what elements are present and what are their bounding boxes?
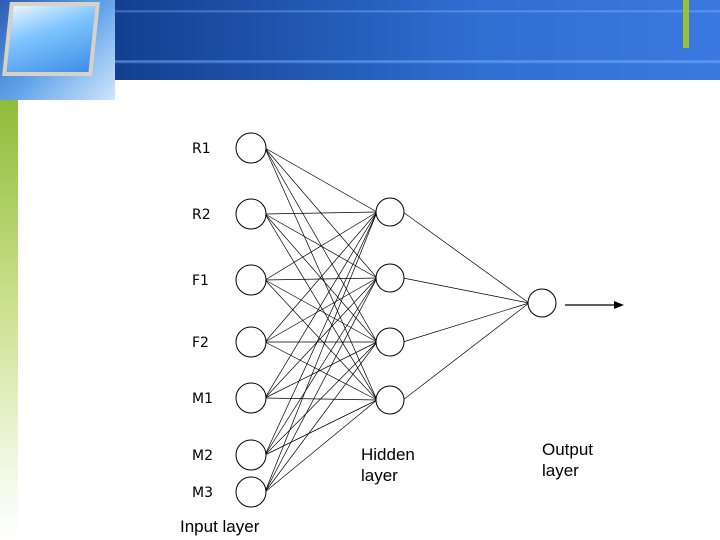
input-node [235,198,267,230]
edge-input-hidden [264,277,378,456]
input-node [235,439,267,471]
input-node [235,382,267,414]
hidden-node [375,197,405,227]
edge-input-hidden [264,277,378,281]
header-accent-bar [683,0,689,48]
edge-hidden-output [402,277,530,304]
edge-input-hidden [264,147,378,401]
input-node-label: M2 [192,448,213,464]
input-node-label: M1 [192,391,213,407]
edge-input-hidden [264,211,378,281]
connections [264,147,530,493]
input-layer-caption: Input layer [180,517,260,536]
arrow-head-icon [614,301,624,309]
corner-computer-image [0,0,115,100]
hidden-node [375,385,405,415]
output-layer-caption-line1: Output [542,440,593,459]
hidden-node [375,327,405,357]
header-stripe [115,0,720,80]
input-node-label: R1 [192,141,211,157]
edge-input-hidden [264,277,378,399]
edge-input-hidden [264,397,378,401]
edge-input-hidden [264,211,378,456]
input-node-label: F1 [192,273,209,289]
input-node-label: F2 [192,335,209,351]
edge-hidden-output [402,302,530,401]
hidden-node [375,263,405,293]
edge-input-hidden [264,399,378,493]
edge-input-hidden [264,213,378,401]
input-node-label: R2 [192,207,211,223]
edge-input-hidden [264,211,378,343]
edge-input-hidden [264,279,378,401]
edge-hidden-output [402,211,530,304]
edge-input-hidden [264,147,378,343]
edge-input-hidden [264,279,378,343]
edge-input-hidden [264,341,378,399]
input-node [235,132,267,164]
edge-input-hidden [264,341,378,401]
edge-hidden-output [402,302,530,343]
edge-input-hidden [264,341,378,493]
output-layer-caption-line2: layer [542,461,579,480]
input-node [235,264,267,296]
output-node [527,288,557,318]
input-node [235,326,267,358]
left-green-band [0,100,18,540]
edge-input-hidden [264,211,378,399]
edge-input-hidden [264,341,378,456]
hidden-layer-caption-line1: Hidden [361,445,415,464]
hidden-layer-caption-line2: layer [361,466,398,485]
edge-input-hidden [264,277,378,343]
edge-input-hidden [264,147,378,213]
edge-input-hidden [264,277,378,493]
input-node-label: M3 [192,485,213,501]
edge-input-hidden [264,211,378,493]
edge-input-hidden [264,213,378,343]
edge-input-hidden [264,211,378,215]
input-node [235,476,267,508]
nodes [235,132,557,508]
